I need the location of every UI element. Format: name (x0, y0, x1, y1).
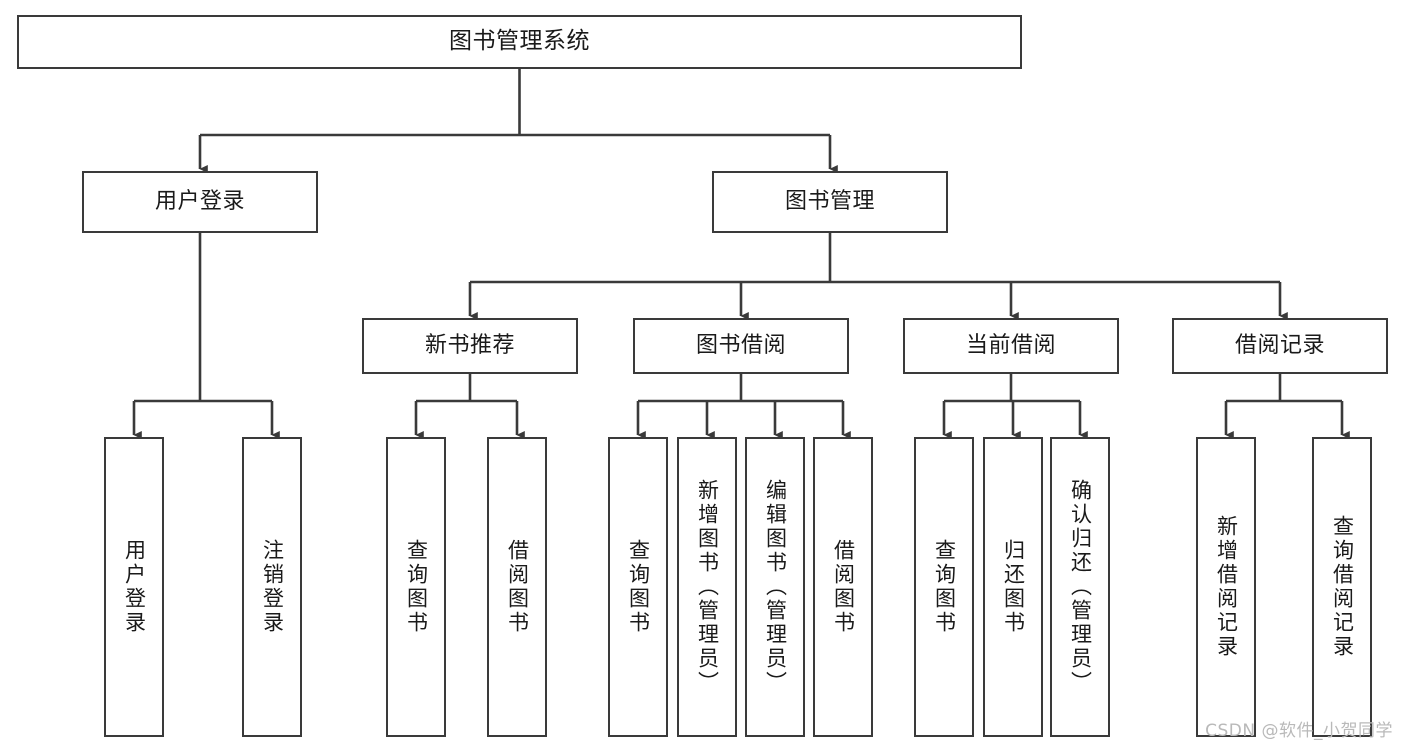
node-leaf-br-query[interactable]: 查询借阅记录 (1312, 437, 1372, 737)
node-label-leaf-cb-query: 查询图书 (932, 539, 957, 635)
node-leaf-rec-borrow[interactable]: 借阅图书 (487, 437, 547, 737)
node-book-manage[interactable]: 图书管理 (712, 171, 948, 233)
node-label-leaf-user-logout: 注销登录 (260, 539, 285, 635)
node-borrow-record[interactable]: 借阅记录 (1172, 318, 1388, 374)
node-user-login[interactable]: 用户登录 (82, 171, 318, 233)
node-new-book-rec[interactable]: 新书推荐 (362, 318, 578, 374)
node-leaf-bb-add[interactable]: 新增图书（管理员） (677, 437, 737, 737)
node-leaf-user-logout[interactable]: 注销登录 (242, 437, 302, 737)
node-label-borrow-record: 借阅记录 (1234, 332, 1325, 358)
node-label-leaf-bb-edit: 编辑图书（管理员） (763, 479, 788, 695)
node-label-new-book-rec: 新书推荐 (424, 332, 515, 358)
node-label-leaf-bb-add: 新增图书（管理员） (695, 479, 720, 695)
node-label-leaf-br-add: 新增借阅记录 (1214, 515, 1239, 659)
node-label-user-login: 用户登录 (154, 188, 245, 214)
node-leaf-bb-edit[interactable]: 编辑图书（管理员） (745, 437, 805, 737)
node-leaf-rec-query[interactable]: 查询图书 (386, 437, 446, 737)
node-label-leaf-rec-query: 查询图书 (404, 539, 429, 635)
node-leaf-bb-query[interactable]: 查询图书 (608, 437, 668, 737)
node-label-leaf-user-login: 用户登录 (122, 539, 147, 635)
node-root[interactable]: 图书管理系统 (17, 15, 1022, 69)
node-label-leaf-br-query: 查询借阅记录 (1330, 515, 1355, 659)
node-leaf-br-add[interactable]: 新增借阅记录 (1196, 437, 1256, 737)
node-current-borrow[interactable]: 当前借阅 (903, 318, 1119, 374)
node-leaf-cb-query[interactable]: 查询图书 (914, 437, 974, 737)
node-label-leaf-rec-borrow: 借阅图书 (505, 539, 530, 635)
node-leaf-user-login[interactable]: 用户登录 (104, 437, 164, 737)
node-label-leaf-bb-query: 查询图书 (626, 539, 651, 635)
node-label-leaf-cb-return: 归还图书 (1001, 539, 1026, 635)
node-label-leaf-cb-confirm: 确认归还（管理员） (1068, 479, 1093, 695)
node-label-book-borrow: 图书借阅 (695, 332, 786, 358)
node-label-root: 图书管理系统 (449, 28, 590, 55)
node-leaf-bb-borrow[interactable]: 借阅图书 (813, 437, 873, 737)
node-leaf-cb-return[interactable]: 归还图书 (983, 437, 1043, 737)
node-label-current-borrow: 当前借阅 (965, 332, 1056, 358)
node-label-book-manage: 图书管理 (784, 188, 875, 214)
watermark-text: CSDN @软件_小贺同学 (1205, 721, 1393, 741)
node-leaf-cb-confirm[interactable]: 确认归还（管理员） (1050, 437, 1110, 737)
node-book-borrow[interactable]: 图书借阅 (633, 318, 849, 374)
node-label-leaf-bb-borrow: 借阅图书 (831, 539, 856, 635)
